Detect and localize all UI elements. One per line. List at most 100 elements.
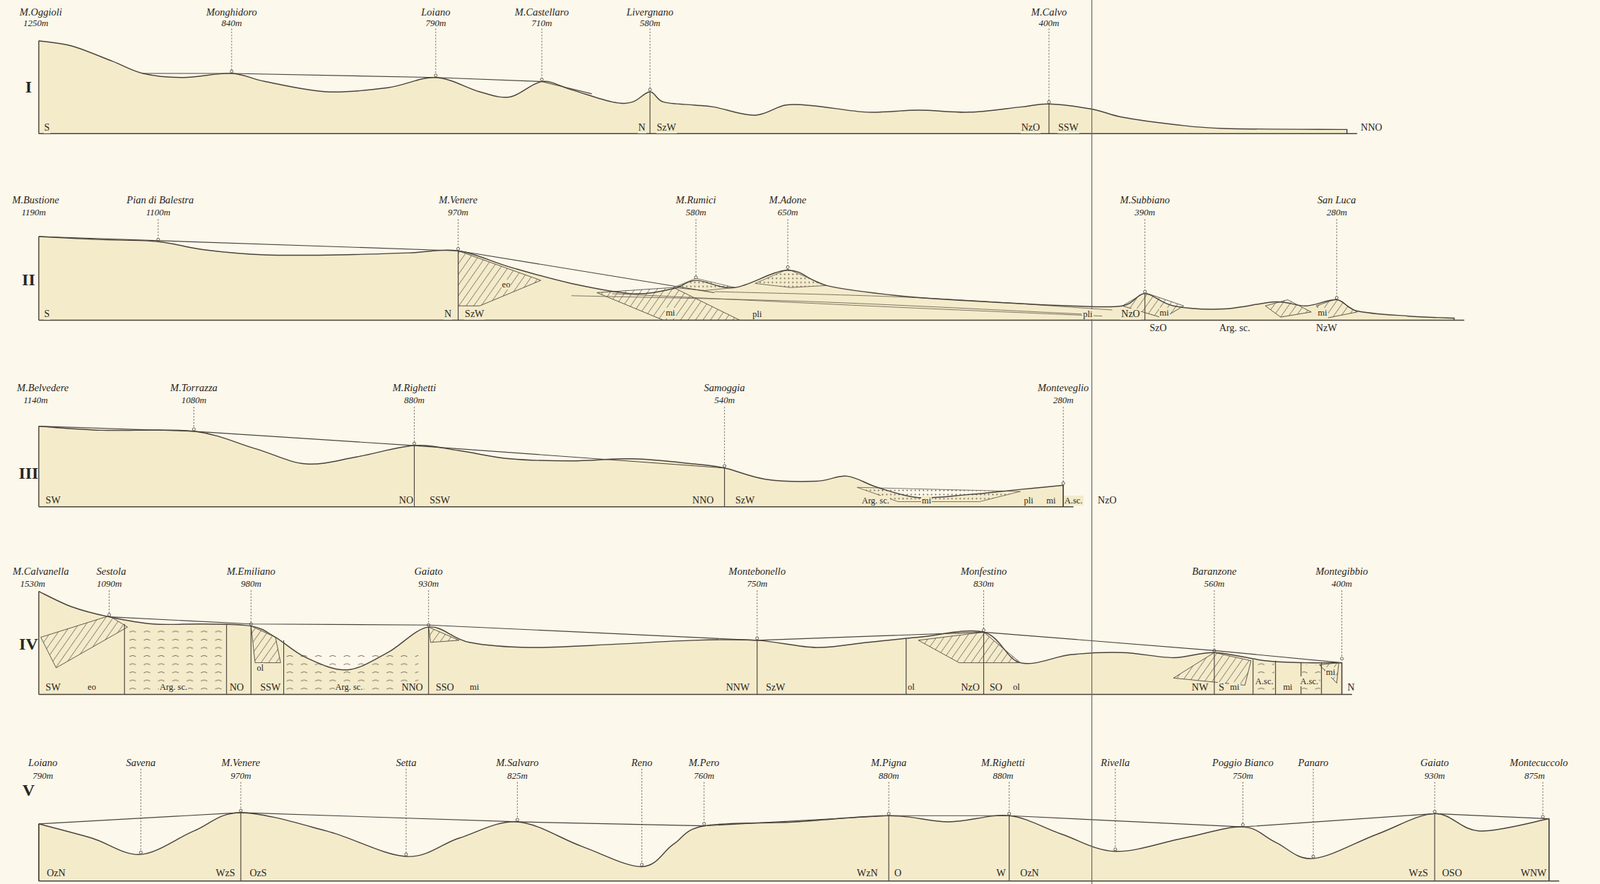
leader-line [1008,782,1010,815]
section-number: III [18,464,39,484]
elevation: 970m [230,771,252,782]
summit-dot [404,853,408,857]
leader-line [756,590,758,639]
formation-code: mi [469,682,480,693]
direction-label: OSO [1441,868,1463,880]
section-line [724,468,725,508]
leader-line [1433,782,1435,813]
section-line [38,824,39,882]
elevation: 280m [1326,207,1348,219]
elevation: 980m [240,579,262,590]
summit-dot [887,812,891,816]
clay-area [284,652,419,694]
elevation: 400m [1331,579,1353,590]
summit-dot [1335,296,1338,300]
place-name: M.Calvanella [12,565,69,578]
elevation: 825m [507,771,528,782]
strata-hatching [1319,663,1339,684]
place-name: Rivella [1100,757,1130,770]
summit-dot [108,613,111,617]
summit-dot [139,851,142,855]
direction-label: SSW [1057,122,1080,134]
leader-line [1542,782,1544,818]
direction-label: OzN [45,868,66,880]
direction-label: W [996,868,1007,880]
direction-label: NzO [1097,495,1117,507]
terrain-line [38,236,1455,320]
formation-code: eo [501,279,512,290]
strata-hatching [458,250,542,306]
strata-hatching [428,627,460,643]
end-line [38,824,39,882]
envelope-line [38,813,1550,828]
summit-dot [412,442,416,446]
leader-line [435,28,436,75]
section-line [1213,652,1215,695]
profile-fill [38,813,1550,882]
summit-dot [786,265,790,269]
formation-code: mi [664,307,676,318]
leader-line [1213,590,1215,651]
leader-line [1242,782,1244,826]
leader-line [641,769,643,866]
section-line [413,445,415,508]
profile-fill [38,426,1064,508]
elevation: 390m [1134,207,1155,219]
summit-dot [648,88,652,92]
terrain-line [38,40,1348,134]
formation-code: mi [1317,307,1329,318]
section-line [1048,103,1050,134]
envelope-line [142,73,592,94]
section-line [240,813,241,882]
summit-dot [1340,657,1344,661]
section-line [649,91,651,134]
section-line [428,627,429,695]
place-name: M.Calvo [1031,6,1067,19]
base-line [38,320,1465,321]
leader-line [724,406,725,467]
elevation: 710m [531,18,553,29]
direction-label: WzS [1407,868,1429,880]
sheet-fold [1091,0,1093,884]
summit-dot [1008,812,1011,816]
leader-line [1048,28,1050,102]
leader-line [695,218,697,277]
section-line [1144,293,1146,321]
place-name: Loiano [28,757,58,770]
elevation: 540m [714,395,735,407]
summit-dot [1113,848,1117,852]
elevation: 880m [993,771,1014,782]
strata-line [612,293,1102,317]
direction-label: NNW [725,682,751,694]
leader-line [1313,769,1314,857]
section-number: I [25,77,32,98]
elevation: 650m [777,207,799,219]
place-name: Savena [125,757,156,770]
clay-area [1253,663,1275,694]
formation-code: eo [86,682,97,693]
place-name: M.Righetti [392,382,437,395]
place-name: Baranzone [1192,565,1237,578]
envelope-line [109,617,1343,664]
place-name: M.Bustione [12,194,59,207]
elevation: 1140m [23,395,48,407]
direction-label: NNO [1360,122,1382,134]
direction-label: OzN [1019,868,1040,880]
section-line [283,640,284,696]
leader-line [428,590,429,626]
place-name: Livergnano [626,6,674,19]
place-name: M.Salvaro [495,757,539,770]
formation-code: mi [1325,667,1336,678]
elevation: 760m [693,771,715,782]
summit-dot [434,74,438,77]
place-name: M.Adone [769,194,807,207]
leader-line [517,782,518,821]
place-name: Montecuccolo [1509,757,1568,770]
leader-line [1336,218,1338,298]
elevation: 750m [1232,771,1254,782]
place-name: Poggio Bianco [1212,757,1274,770]
place-name: Monfestino [960,565,1007,578]
formation-code: Arg. sc. [158,682,188,693]
place-name: Samoggia [704,382,746,395]
direction-label: SW [45,495,62,507]
